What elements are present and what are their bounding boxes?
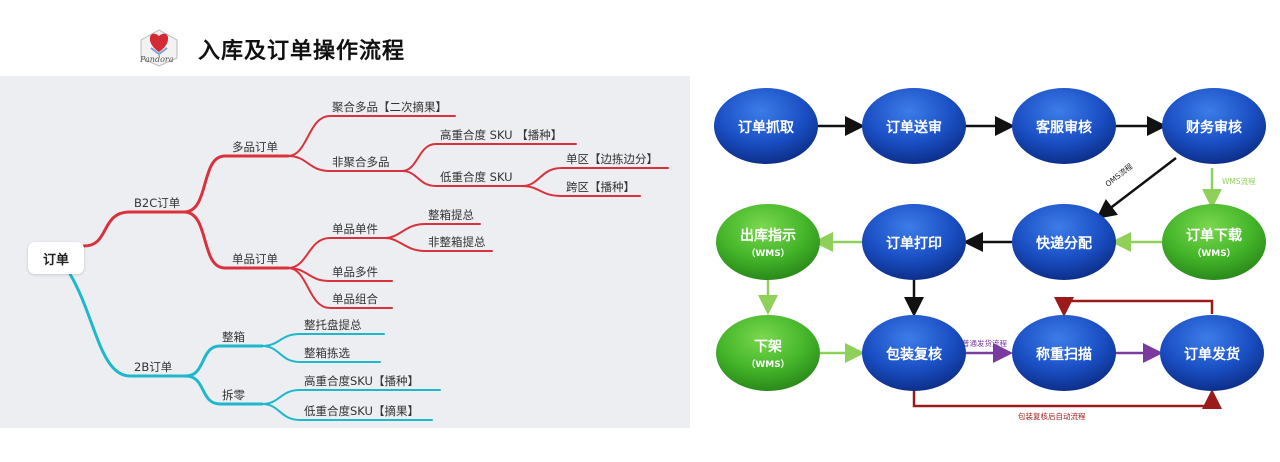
b2b-high-overlap-label: 高重合度SKU【播种】 [304,374,419,388]
node-outbound-instruction [716,204,820,280]
b2b-low-overlap-label: 低重合度SKU【摘果】 [304,404,419,418]
whole-box-label: 整箱 [222,330,245,344]
root-node: 订单 [28,242,84,274]
b2b-sub-branches [261,333,441,421]
node-shelf-pick-label: 下架 [754,338,782,355]
node-order-grab-label: 订单抓取 [738,119,795,136]
flowchart-canvas: OMS流程 WMS流程 普通发货流程 包装复核后自动流程 订单抓取 订单送审 客… [714,88,1266,421]
node-order-download-label: 订单下载 [1186,227,1242,244]
node-order-send [862,88,966,164]
order-flowchart: OMS流程 WMS流程 普通发货流程 包装复核后自动流程 订单抓取 订单送审 客… [700,76,1280,428]
node-cs-review-label: 客服审核 [1035,119,1092,136]
node-weigh-scan-label: 称重扫描 [1036,346,1092,363]
node-pack-recheck-label: 包装复核 [886,346,942,363]
arrow-auto-flow [912,388,1222,409]
node-order-download [1162,204,1266,280]
b2c-label: B2C订单 [134,196,180,210]
wms-flow-label: WMS流程 [1222,176,1256,186]
node-order-send-label: 订单送审 [886,119,942,136]
multi-order-label: 多品订单 [232,140,278,154]
b2c-sub-branches [287,115,669,309]
single-zone-label: 单区【边拣边分】 [566,152,658,166]
arrow-finance-courier [1096,157,1177,220]
cross-zone-label: 跨区【播种】 [566,180,635,194]
node-order-ship [1160,315,1264,391]
single-order-label: 单品订单 [232,252,278,266]
normal-ship-flow-label: 普通发货流程 [962,338,1007,348]
split-label: 拆零 [222,388,245,402]
high-overlap-sku-label: 高重合度 SKU 【播种】 [440,128,562,142]
node-order-grab [714,88,818,164]
oms-flow-label: OMS流程 [1103,161,1135,189]
header: Pandora 入库及订单操作流程 [0,0,1280,76]
node-finance-review [1162,88,1266,164]
node-outbound-instruction-label: 出库指示 [740,227,796,244]
b2c-branches [82,154,290,270]
node-order-ship-label: 订单发货 [1184,346,1240,363]
pallet-total-label: 整托盘提总 [304,318,362,332]
single-multi-piece-label: 单品多件 [332,265,378,279]
node-finance-review-label: 财务审核 [1185,119,1242,136]
pandora-logo [140,29,178,67]
logo-text: Pandora [140,55,174,64]
single-piece-label: 单品单件 [332,222,378,236]
mindmap-canvas: B2C订单 多品订单 聚合多品【二次摘果】 非聚合多品 高重合度 SKU 【播种… [68,100,669,421]
page-title: 入库及订单操作流程 [198,39,406,64]
box-pick-label: 整箱拣选 [304,346,350,360]
low-overlap-sku-label: 低重合度 SKU [440,170,513,184]
node-order-download-sub: （WMS） [1192,248,1235,259]
aggregate-multi-label: 聚合多品【二次摘果】 [332,100,447,114]
node-shelf-pick [716,315,820,391]
node-order-print-label: 订单打印 [886,235,942,252]
node-cs-review [1012,88,1116,164]
non-whole-box-total-label: 非整箱提总 [428,235,486,249]
node-weigh-scan [1012,315,1116,391]
node-outbound-instruction-sub: （WMS） [746,248,789,259]
single-combo-label: 单品组合 [332,292,378,306]
b2b-label: 2B订单 [134,360,172,374]
node-order-print [862,204,966,280]
node-pack-recheck [862,315,966,391]
whole-box-total-label: 整箱提总 [428,208,474,222]
non-aggregate-multi-label: 非聚合多品 [332,155,390,169]
node-courier-assign-label: 快递分配 [1036,235,1092,252]
auto-flow-label: 包装复核后自动流程 [1018,411,1086,421]
node-shelf-pick-sub: （WMS） [746,359,789,370]
b2b-branches [68,272,264,406]
order-mindmap: B2C订单 多品订单 聚合多品【二次摘果】 非聚合多品 高重合度 SKU 【播种… [0,76,690,428]
node-courier-assign [1012,204,1116,280]
arrow-ship-weigh-loop [1054,297,1214,317]
